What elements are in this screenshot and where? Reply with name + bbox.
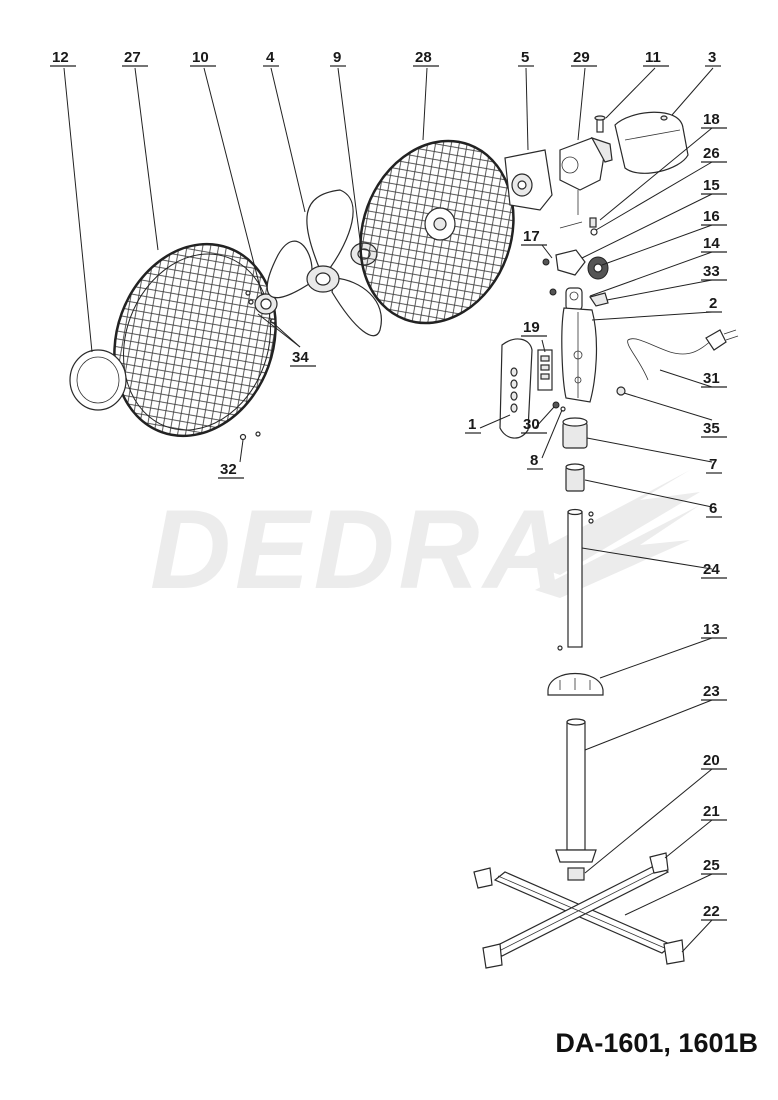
callout-18: 18 — [703, 111, 720, 128]
callout-16: 16 — [703, 208, 720, 225]
height-lock-knob — [565, 463, 585, 492]
base-feet — [473, 852, 685, 969]
callout-34: 34 — [292, 349, 309, 366]
callout-10: 10 — [192, 49, 209, 66]
cord-bushing — [616, 386, 626, 396]
callout-27: 27 — [124, 49, 141, 66]
callout-5: 5 — [521, 49, 529, 66]
callout-25: 25 — [703, 857, 720, 874]
callout-19: 19 — [523, 319, 540, 336]
callout-3: 3 — [708, 49, 716, 66]
motor-rear-housing — [614, 111, 689, 174]
callout-1: 1 — [468, 416, 476, 433]
model-number: DA-1601, 1601B — [555, 1028, 758, 1058]
fan-blade — [266, 189, 382, 337]
callout-4: 4 — [266, 49, 275, 66]
callout-20: 20 — [703, 752, 720, 769]
callout-31: 31 — [703, 370, 720, 387]
callout-9: 9 — [333, 49, 341, 66]
spinner-nut — [245, 290, 278, 324]
dedra-watermark-logo: DEDRA — [150, 470, 700, 612]
callout-33: 33 — [703, 263, 720, 280]
cross-base — [490, 863, 674, 957]
cover-screw — [594, 115, 606, 133]
control-panel-box — [499, 338, 533, 439]
callout-17: 17 — [523, 228, 540, 245]
callout-26: 26 — [703, 145, 720, 162]
rear-grill — [359, 139, 515, 325]
callout-7: 7 — [709, 456, 717, 473]
tilt-joint — [549, 287, 609, 311]
front-grill — [113, 242, 277, 438]
callout-35: 35 — [703, 420, 720, 437]
grill-screws — [239, 431, 261, 441]
callout-22: 22 — [703, 903, 720, 920]
tube-connector — [562, 417, 588, 449]
callout-14: 14 — [703, 235, 720, 252]
callout-2: 2 — [709, 295, 717, 312]
svg-text:DEDRA: DEDRA — [150, 487, 568, 612]
callout-23: 23 — [703, 683, 720, 700]
motor — [559, 136, 613, 215]
callout-12: 12 — [52, 49, 69, 66]
callout-13: 13 — [703, 621, 720, 638]
inner-tube — [557, 508, 594, 651]
callout-21: 21 — [703, 803, 720, 820]
outer-tube-cap — [547, 672, 604, 696]
callout-30: 30 — [523, 416, 540, 433]
callout-6: 6 — [709, 500, 717, 517]
callout-32: 32 — [220, 461, 237, 478]
outer-tube — [555, 718, 597, 863]
callout-11: 11 — [645, 49, 661, 66]
leader-lines — [63, 67, 714, 953]
callout-labels: 12 27 10 4 9 28 5 29 11 3 18 26 15 16 17… — [50, 49, 727, 921]
oscillation-gearbox — [542, 217, 609, 280]
callout-28: 28 — [415, 49, 432, 66]
callout-8: 8 — [530, 452, 538, 469]
upper-body-housing — [561, 307, 598, 403]
switch-screws — [552, 401, 566, 412]
motor-front-cover — [504, 149, 553, 211]
base-nut — [567, 867, 585, 881]
power-cord — [627, 329, 739, 381]
callout-24: 24 — [703, 561, 720, 578]
grill-badge — [69, 349, 127, 411]
callout-15: 15 — [703, 177, 720, 194]
speed-switch — [537, 349, 553, 391]
callout-29: 29 — [573, 49, 590, 66]
